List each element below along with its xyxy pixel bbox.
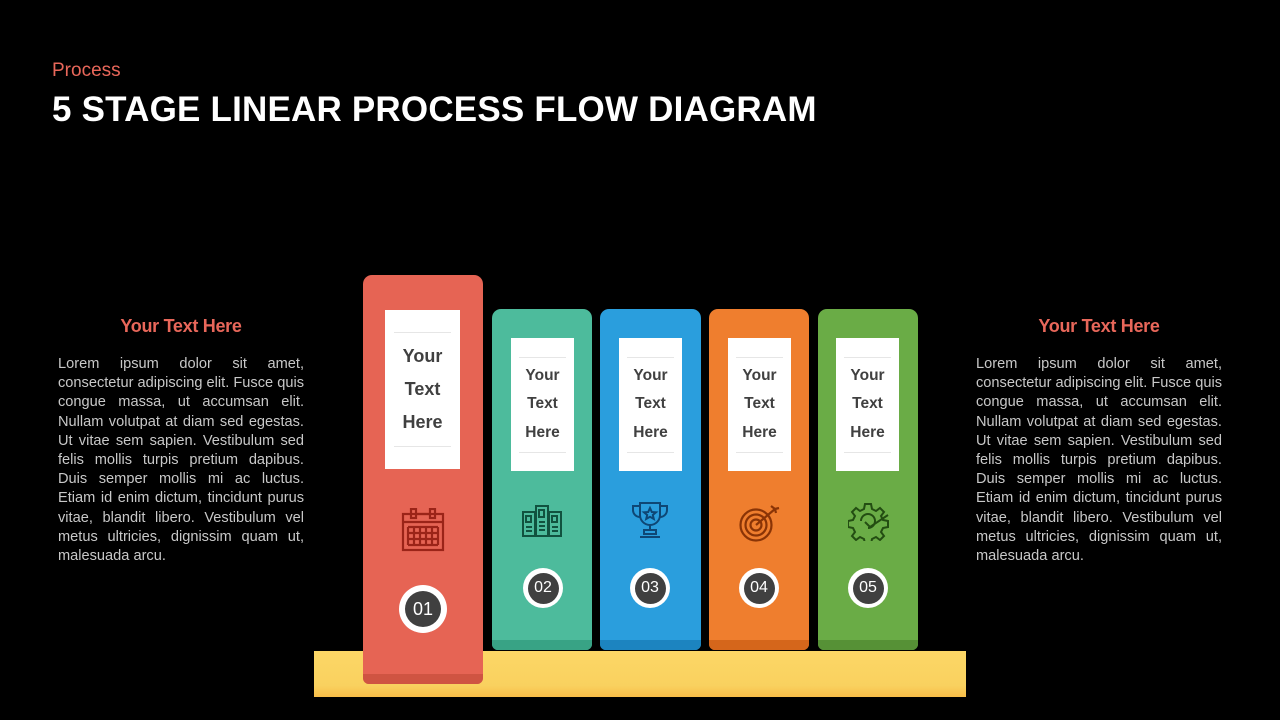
stage-5-number: 05 <box>852 572 884 604</box>
divider <box>518 452 567 453</box>
stage-5-label: Your Text Here <box>850 366 885 441</box>
stage-1-label-card: Your Text Here <box>385 310 460 469</box>
binder-base <box>492 640 592 650</box>
stage-1-number: 01 <box>405 591 441 627</box>
divider <box>394 332 451 333</box>
stage-5-number-badge: 05 <box>848 568 888 608</box>
stage-4-number-badge: 04 <box>739 568 779 608</box>
binder-base <box>600 640 701 650</box>
stage-2-label: Your Text Here <box>525 366 560 441</box>
divider <box>394 446 451 447</box>
stage-1-label: Your Text Here <box>402 346 443 432</box>
page-title: 5 STAGE LINEAR PROCESS FLOW DIAGRAM <box>52 90 817 129</box>
stage-5-label-card: Your Text Here <box>836 338 899 471</box>
binder-base <box>363 674 483 684</box>
stage-2-label-card: Your Text Here <box>511 338 574 471</box>
stage-5-binder: Your Text Here 05 <box>818 309 918 650</box>
stage-3-label: Your Text Here <box>633 366 668 441</box>
right-panel-heading: Your Text Here <box>1038 316 1160 336</box>
stage-2-binder: Your Text Here 02 <box>492 309 592 650</box>
stage-2-number-badge: 02 <box>523 568 563 608</box>
stage-3-number-badge: 03 <box>630 568 670 608</box>
divider <box>843 357 892 358</box>
stage-1-binder: Your Text Here 01 <box>363 275 483 684</box>
left-text-panel: Your Text Here Lorem ipsum dolor sit ame… <box>58 316 304 566</box>
right-text-panel: Your Text Here Lorem ipsum dolor sit ame… <box>976 316 1222 566</box>
stage-4-label: Your Text Here <box>742 366 777 441</box>
divider <box>626 452 675 453</box>
stage-4-binder: Your Text Here 04 <box>709 309 809 650</box>
binder-base <box>818 640 918 650</box>
stage-2-number: 02 <box>527 572 559 604</box>
left-panel-heading: Your Text Here <box>120 316 242 336</box>
divider <box>518 357 567 358</box>
binder-base <box>709 640 809 650</box>
divider <box>735 357 784 358</box>
divider <box>843 452 892 453</box>
trophy-icon <box>632 502 668 538</box>
stage-3-label-card: Your Text Here <box>619 338 682 471</box>
gear-check-icon <box>848 503 889 541</box>
divider <box>735 452 784 453</box>
right-panel-body: Lorem ipsum dolor sit amet, consectetur … <box>976 356 1222 565</box>
stage-3-number: 03 <box>634 572 666 604</box>
calendar-icon <box>401 508 445 552</box>
category-label: Process <box>52 60 121 81</box>
stage-4-number: 04 <box>743 572 775 604</box>
stage-1-number-badge: 01 <box>399 585 447 633</box>
buildings-icon <box>522 505 562 537</box>
stage-3-binder: Your Text Here 03 <box>600 309 701 650</box>
target-icon <box>739 505 780 542</box>
left-panel-body: Lorem ipsum dolor sit amet, consectetur … <box>58 356 304 565</box>
stage-4-label-card: Your Text Here <box>728 338 791 471</box>
divider <box>626 357 675 358</box>
